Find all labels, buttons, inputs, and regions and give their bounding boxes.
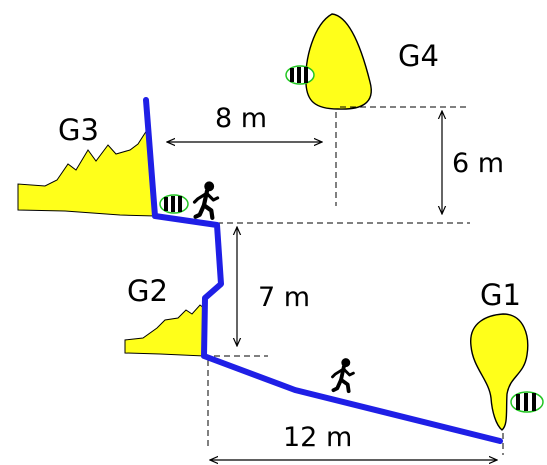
dimension-arrows bbox=[167, 111, 497, 460]
label-g2: G2 bbox=[127, 274, 168, 308]
g4-rock bbox=[305, 13, 372, 110]
label-12m: 12 m bbox=[283, 422, 352, 453]
g3-hill bbox=[17, 128, 156, 217]
label-g4: G4 bbox=[398, 39, 439, 73]
label-7m: 7 m bbox=[258, 282, 310, 313]
label-6m: 6 m bbox=[452, 148, 504, 179]
striped-creature-icon bbox=[285, 65, 315, 85]
label-8m: 8 m bbox=[215, 103, 267, 134]
striped-creature-icon bbox=[159, 194, 189, 214]
guide-lines bbox=[204, 106, 504, 455]
label-g1: G1 bbox=[480, 278, 521, 312]
blue-path bbox=[143, 97, 503, 444]
label-g3: G3 bbox=[58, 113, 99, 147]
g2-hill bbox=[124, 304, 205, 357]
running-person-icon bbox=[330, 356, 356, 394]
running-person-icon bbox=[195, 182, 218, 218]
g1-rock bbox=[470, 313, 529, 431]
striped-creature-icon bbox=[510, 391, 544, 413]
